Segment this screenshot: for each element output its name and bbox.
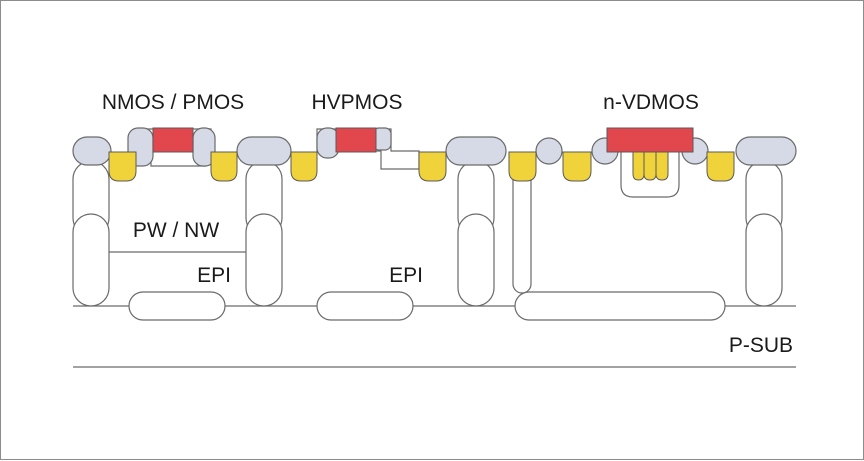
gate-nmos xyxy=(152,127,194,153)
label-nmos-pmos: NMOS / PMOS xyxy=(102,91,244,114)
vdmos-source-finger-1 xyxy=(632,151,645,181)
diffusion-2 xyxy=(210,151,238,182)
vdmos-source-finger-3 xyxy=(655,151,669,181)
diffusion-4 xyxy=(418,151,447,182)
label-nvdmos: n-VDMOS xyxy=(603,91,699,114)
label-epi-middle: EPI xyxy=(389,264,423,287)
buried-layer-left xyxy=(128,291,226,321)
label-hvpmos: HVPMOS xyxy=(311,91,402,114)
isolation-column-2 xyxy=(245,160,283,307)
vdmos-sinker xyxy=(512,166,532,294)
isolation-column-left xyxy=(72,160,110,307)
diffusion-6 xyxy=(562,151,592,182)
field-oxide-4 xyxy=(735,136,797,166)
diffusion-1 xyxy=(108,151,137,182)
buried-layer-right xyxy=(514,291,726,321)
gate-hvpmos xyxy=(335,127,377,153)
isolation-column-3 xyxy=(457,160,495,307)
diffusion-7 xyxy=(706,151,735,182)
field-oxide-3 xyxy=(445,136,507,166)
isolation-column-right xyxy=(745,160,783,307)
gate-nvdmos xyxy=(606,127,694,153)
diffusion-3 xyxy=(290,151,318,182)
buried-layer-middle xyxy=(316,291,414,321)
label-epi-left: EPI xyxy=(197,264,231,287)
diffusion-5 xyxy=(508,151,537,182)
label-psub: P-SUB xyxy=(729,334,793,357)
field-oxide-1 xyxy=(72,136,112,166)
oxide-bump-1 xyxy=(535,137,563,165)
field-oxide-2 xyxy=(236,136,292,166)
label-pw-nw: PW / NW xyxy=(133,219,219,242)
vdmos-source-finger-2 xyxy=(643,151,657,181)
